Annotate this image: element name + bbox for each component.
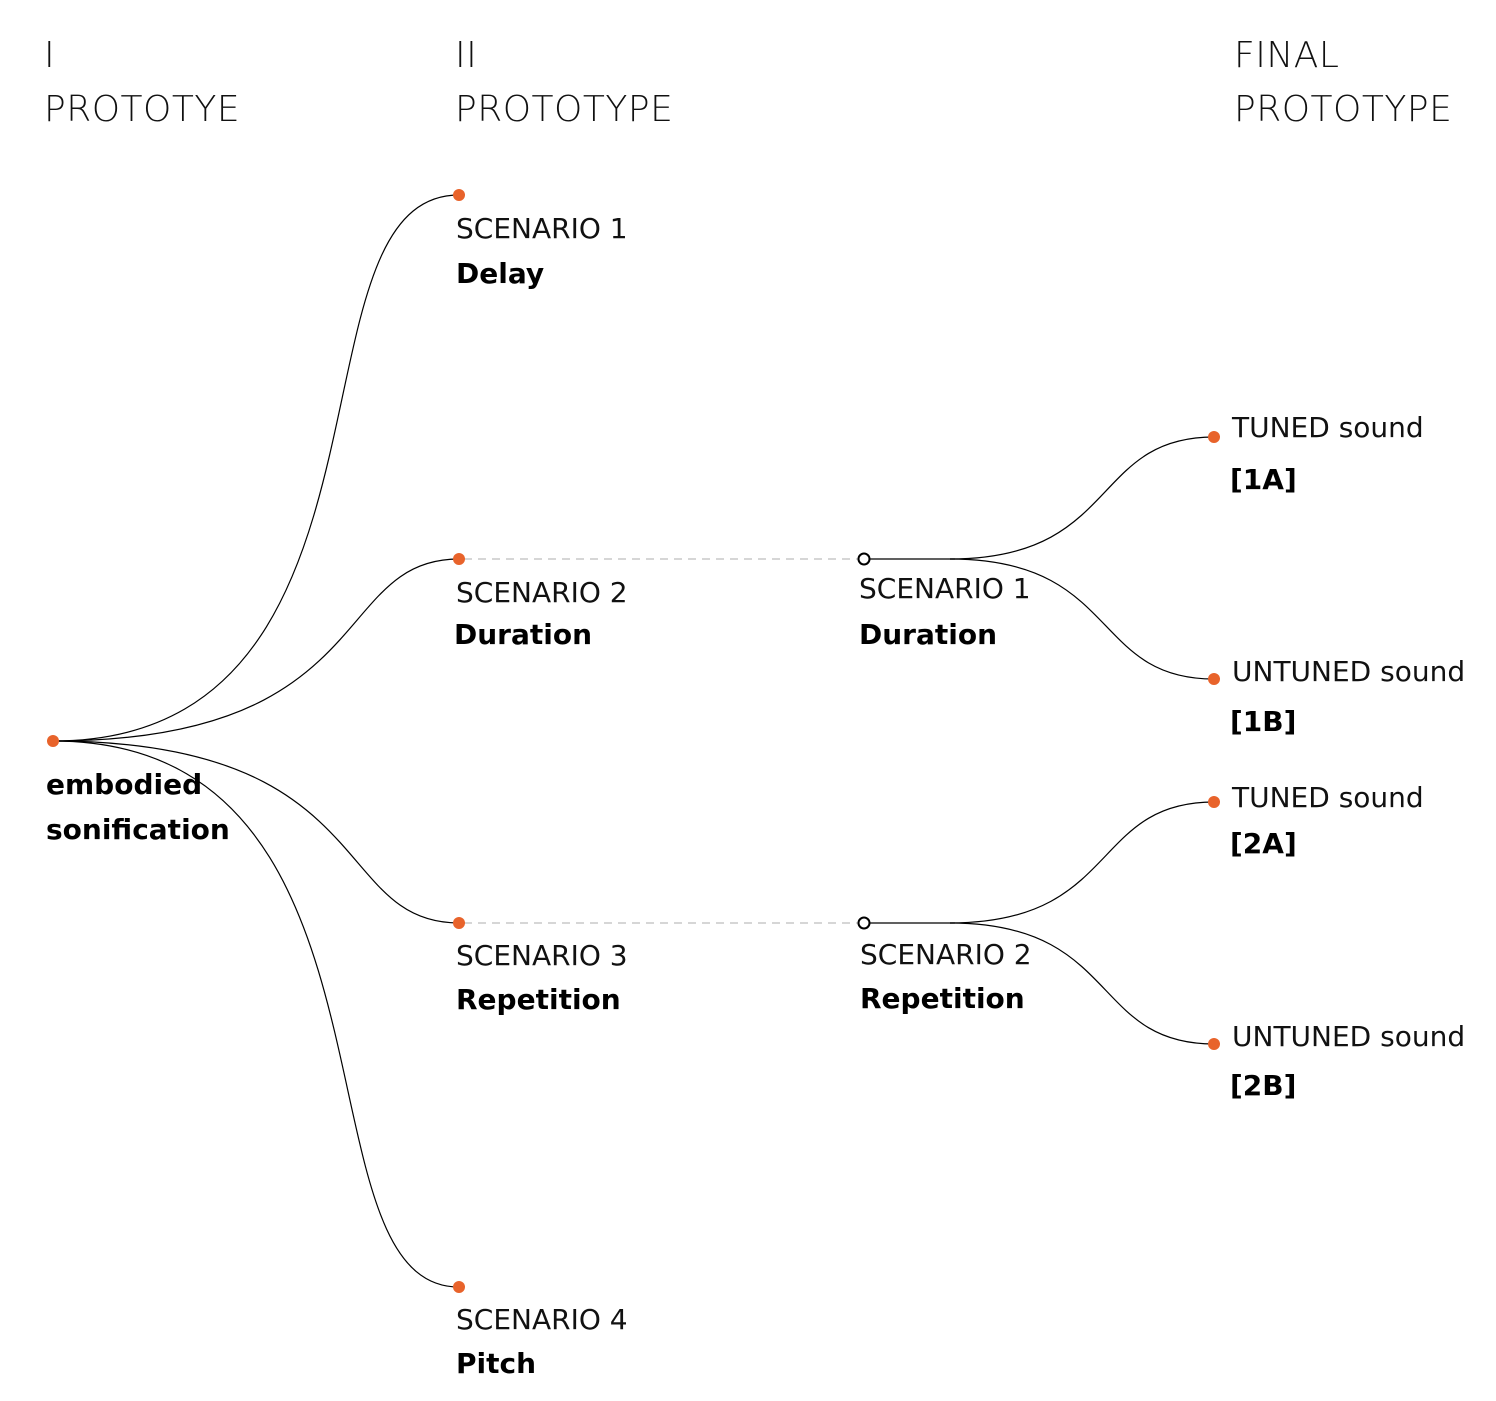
edge-root-scenario-1 [52, 194, 460, 742]
variant-1a-label: TUNED sound [1232, 411, 1424, 444]
variant-2b-code: [2B] [1230, 1069, 1297, 1102]
variant-2b-label: UNTUNED sound [1232, 1020, 1466, 1053]
edge-root-scenario-3 [52, 740, 460, 924]
final-scenario-1-dot [857, 552, 871, 566]
scenario-3-label: SCENARIO 3 [456, 939, 628, 972]
edge-root-scenario-4 [52, 740, 460, 1288]
scenario-3-dot [453, 917, 465, 929]
final-scenario-1-name: Duration [859, 618, 998, 651]
scenario-2-name: Duration [454, 618, 593, 651]
edge-final-2-tuned [949, 801, 1215, 924]
variant-2a-code: [2A] [1230, 827, 1297, 860]
header-second-label: PROTOTYPE [455, 89, 674, 130]
scenario-1-name: Delay [456, 257, 545, 290]
final-scenario-1-label: SCENARIO 1 [859, 572, 1031, 605]
header-final-label: PROTOTYPE [1234, 89, 1453, 130]
variant-2b-dot [1208, 1038, 1220, 1050]
header-first-roman: I [44, 35, 56, 76]
variant-2a-label: TUNED sound [1232, 781, 1424, 814]
variant-1b-label: UNTUNED sound [1232, 655, 1466, 688]
edge-final-1-untuned [949, 558, 1215, 680]
scenario-2-label: SCENARIO 2 [456, 576, 628, 609]
variant-1a-dot [1208, 431, 1220, 443]
scenario-4-name: Pitch [456, 1347, 537, 1380]
variant-2a-dot [1208, 796, 1220, 808]
header-final-roman: FINAL [1234, 35, 1340, 76]
final-scenario-2-name: Repetition [860, 982, 1025, 1015]
scenario-4-dot [453, 1281, 465, 1293]
scenario-2-dot [453, 553, 465, 565]
variant-1a-code: [1A] [1230, 463, 1297, 496]
header-second-roman: II [455, 35, 478, 76]
scenario-1-label: SCENARIO 1 [456, 212, 628, 245]
root-node-dot [47, 735, 59, 747]
final-scenario-2-dot [857, 916, 871, 930]
edge-root-scenario-2 [52, 558, 460, 742]
final-scenario-2-label: SCENARIO 2 [860, 938, 1032, 971]
root-label-line-2: sonification [46, 813, 230, 846]
header-first-label: PROTOTYE [44, 89, 241, 130]
root-label-line-1: embodied [46, 768, 203, 801]
scenario-1-dot [453, 189, 465, 201]
scenario-3-name: Repetition [456, 983, 621, 1016]
variant-1b-code: [1B] [1230, 705, 1297, 738]
edge-final-2-untuned [949, 922, 1215, 1045]
variant-1b-dot [1208, 673, 1220, 685]
scenario-4-label: SCENARIO 4 [456, 1303, 628, 1336]
edge-final-1-tuned [949, 436, 1215, 560]
